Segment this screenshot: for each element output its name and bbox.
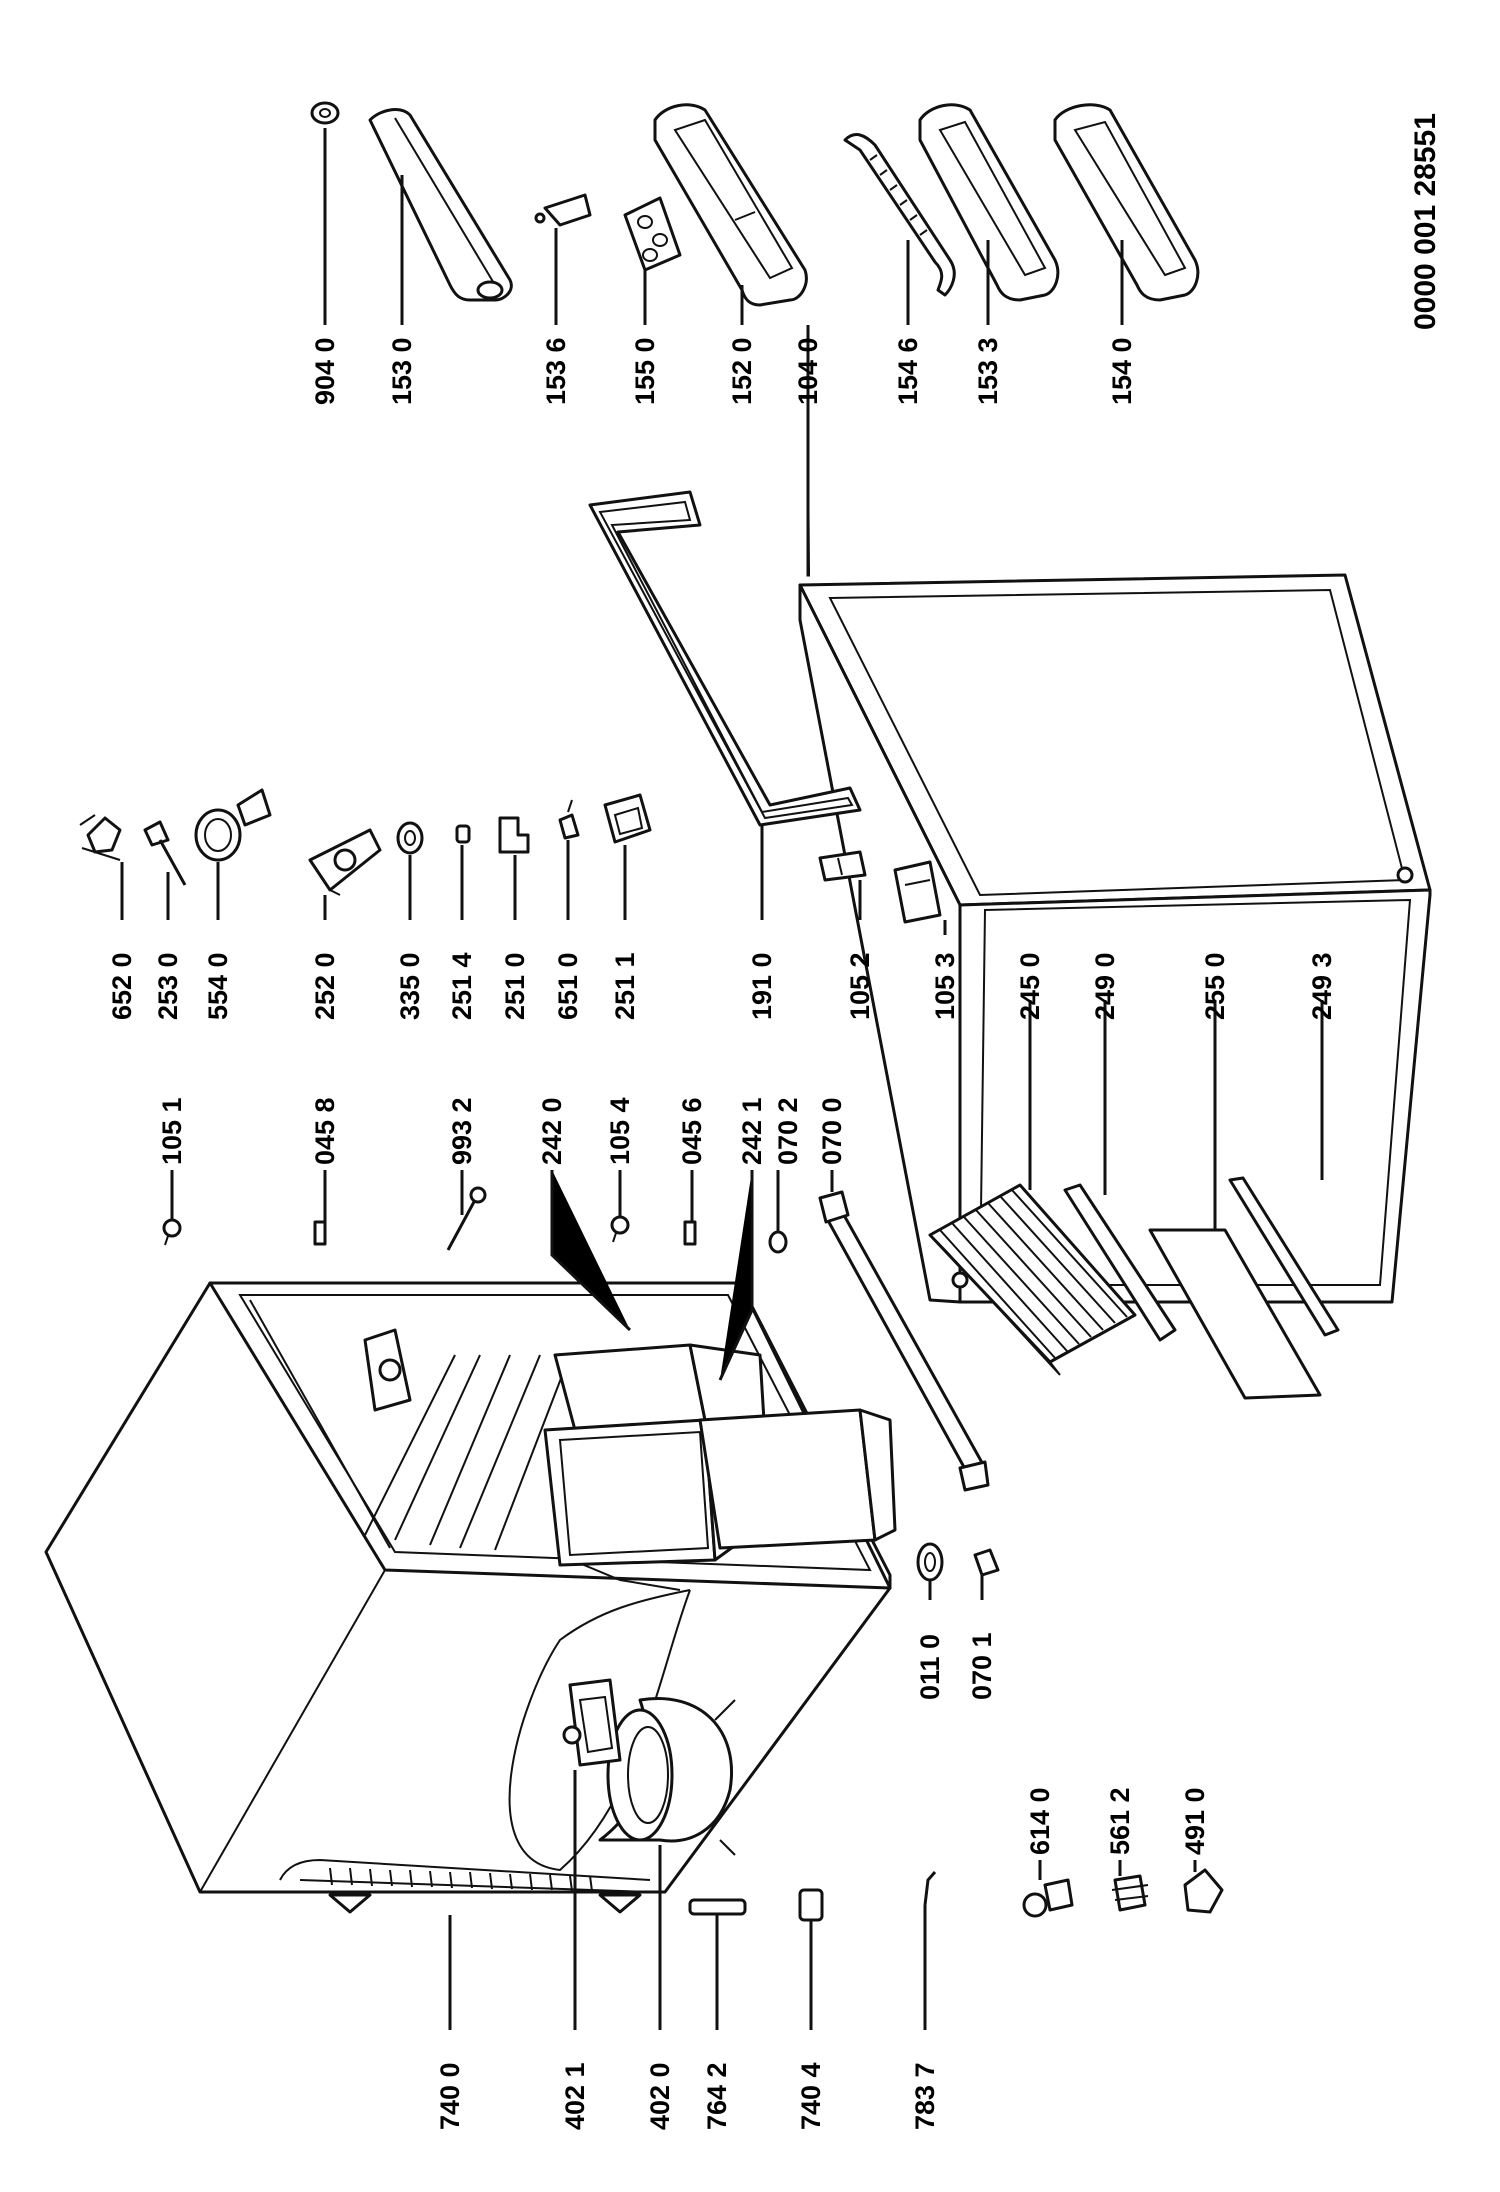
part-561-2-connector [1111,1874,1149,1912]
label-191-0: 191 0 [747,952,777,1020]
label-011-0: 011 0 [915,1634,945,1700]
part-105-1-screw [162,1218,182,1246]
part-614-0-relay [1022,1878,1074,1918]
part-740-4-drain-plug [798,1888,824,1922]
document-code: 0000 001 28551 [1409,113,1442,330]
label-070-1: 070 1 [967,1632,997,1700]
part-255-0-glass-shelf [1148,1228,1322,1400]
label-402-0: 402 0 [645,2062,675,2130]
part-105-4-screw [610,1215,630,1243]
part-764-2-capillary [688,1898,747,1916]
label-554-0: 554 0 [203,952,233,1020]
label-993-2: 993 2 [447,1097,477,1165]
part-652-0-thermostat [79,814,122,861]
label-155-0: 155 0 [630,337,660,405]
label-105-1: 105 1 [157,1097,187,1165]
label-614-0: 614 0 [1025,1787,1055,1855]
part-011-0-grommet [916,1542,944,1582]
part-491-0-cover [1183,1868,1224,1914]
part-249-3-shelf-trim [1228,1176,1340,1337]
label-153-3: 153 3 [973,337,1003,405]
part-253-0-knob-shaft [143,820,187,886]
part-252-0-thermostat-cover [308,828,382,896]
label-255-0: 255 0 [1200,952,1230,1020]
crisper-drawers [543,1343,897,1567]
part-993-2-sensor [446,1186,487,1251]
part-554-0-lamp-housing [194,788,272,862]
part-245-0-wire-shelf [928,1183,1137,1376]
part-070-2-foot [768,1230,788,1254]
part-labels: 904 0 153 0 153 6 155 0 152 0 104 0 154 … [107,337,1337,2130]
part-154-6-rail [843,133,956,297]
label-904-0: 904 0 [310,337,340,405]
label-783-7: 783 7 [910,2062,940,2130]
part-251-0-clip [498,816,530,854]
label-154-0: 154 0 [1107,337,1137,405]
label-251-1: 251 1 [610,952,640,1020]
compressor [598,1697,736,1856]
label-242-0: 242 0 [537,1097,567,1165]
label-740-4: 740 4 [796,2062,826,2130]
part-045-6-pin [683,1220,697,1246]
part-070-1-clip [973,1548,1000,1577]
label-252-0: 252 0 [310,952,340,1020]
part-070-0-bracket-rail [818,1190,990,1492]
part-153-0-flap [368,108,513,302]
part-783-7-tube [923,1871,937,1906]
part-045-8-pin [313,1220,327,1246]
part-251-4-bulb [455,824,471,844]
cabinet [44,1281,892,1914]
label-070-2: 070 2 [773,1097,803,1165]
label-045-8: 045 8 [310,1097,340,1165]
part-904-0-cap [310,101,340,125]
part-335-0-knob [396,821,424,855]
label-153-0: 153 0 [387,337,417,405]
part-153-6-hinge [534,193,592,227]
part-249-0-shelf-trim [1063,1183,1177,1342]
label-764-2: 764 2 [702,2062,732,2130]
label-251-0: 251 0 [500,952,530,1020]
label-104-0: 104 0 [793,337,823,405]
part-105-3-hinge [893,860,942,924]
label-402-1: 402 1 [560,2062,590,2130]
label-153-6: 153 6 [541,337,571,405]
leader-lines [120,128,1324,2030]
label-652-0: 652 0 [107,952,137,1020]
label-152-0: 152 0 [727,337,757,405]
part-155-0-egg-tray [623,196,682,272]
compressor-relay [562,1678,622,1767]
label-335-0: 335 0 [395,952,425,1020]
door-gasket [588,490,862,827]
label-105-4: 105 4 [605,1097,635,1165]
part-153-3-balcony [918,103,1060,302]
label-245-0: 245 0 [1015,952,1045,1020]
label-251-4: 251 4 [447,952,477,1020]
label-242-1: 242 1 [737,1097,767,1165]
label-045-6: 045 6 [677,1097,707,1165]
label-491-0: 491 0 [1180,1787,1210,1855]
label-249-0: 249 0 [1090,952,1120,1020]
label-154-6: 154 6 [893,337,923,405]
door [798,573,1432,1304]
thermostat-housing-in-cabinet [363,1328,412,1412]
part-105-2-bracket [818,850,867,882]
label-249-3: 249 3 [1307,952,1337,1020]
label-740-0: 740 0 [435,2062,465,2130]
label-651-0: 651 0 [553,952,583,1020]
label-070-0: 070 0 [817,1097,847,1165]
label-253-0: 253 0 [153,952,183,1020]
part-651-0-switch [558,799,580,840]
part-251-1-lamp-socket [603,793,652,844]
label-561-2: 561 2 [1105,1787,1135,1855]
part-154-0-balcony [1053,103,1200,302]
label-105-3: 105 3 [930,952,960,1020]
part-152-0-balcony [653,103,808,307]
label-105-2: 105 2 [845,952,875,1020]
